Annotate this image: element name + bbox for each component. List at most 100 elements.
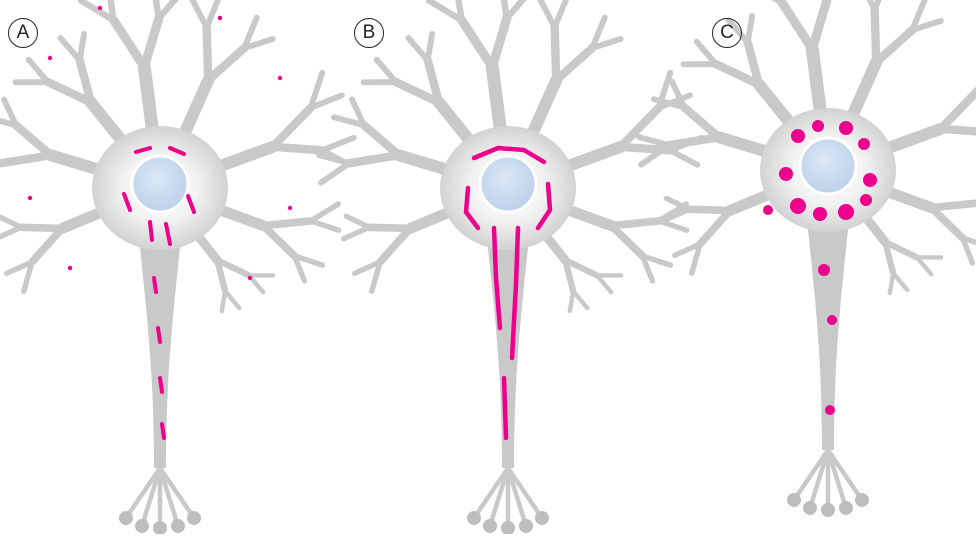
dendrite	[222, 291, 225, 311]
mitochondrion	[150, 222, 152, 240]
axon-terminal	[119, 511, 133, 525]
dendrite	[507, 0, 528, 18]
dendrite	[369, 227, 410, 228]
mitochondrion-dot	[68, 266, 72, 270]
dendrite	[492, 18, 507, 67]
dendrite	[893, 273, 907, 290]
mitochondrion-fragment	[812, 120, 824, 132]
dendrite	[114, 20, 145, 67]
dendrite	[941, 90, 976, 129]
dendrite	[409, 38, 428, 60]
dendrite	[80, 34, 84, 61]
dendrite	[61, 38, 80, 60]
dendrite	[273, 147, 322, 150]
dendrite	[225, 291, 239, 308]
mitochondrion-dot	[218, 16, 222, 20]
axon-terminal-branch	[828, 450, 862, 500]
dendrite	[555, 0, 568, 27]
axon-terminal-branch	[490, 468, 508, 526]
nucleus	[480, 156, 536, 212]
mitochondrion-fragment	[791, 129, 805, 143]
axon-terminal	[171, 519, 185, 533]
mitochondrion-fragment	[813, 207, 827, 221]
dendrite	[556, 48, 592, 80]
dendrite	[207, 0, 220, 27]
dendrite	[611, 226, 642, 256]
dendrite	[349, 155, 399, 163]
neuron-a	[0, 0, 354, 534]
dendrite	[931, 203, 976, 208]
neuron-c	[639, 0, 976, 517]
dendrite	[890, 273, 893, 293]
dendrite	[941, 129, 976, 132]
dendrite	[344, 227, 369, 238]
axon-terminal-branch	[508, 468, 526, 526]
dendrite	[875, 0, 888, 9]
mitochondrion	[158, 328, 160, 342]
dendrite	[322, 138, 353, 151]
mitochondrion-fragment	[763, 205, 773, 215]
axon-terminal	[855, 493, 869, 507]
mitochondrion	[162, 424, 164, 438]
axon-terminal	[135, 519, 149, 533]
dendrite	[159, 0, 180, 18]
axon-terminal-branch	[160, 468, 194, 518]
panel-label-b-text: B	[363, 22, 376, 44]
dendrite	[428, 34, 432, 61]
dendrite	[639, 137, 669, 145]
neuron-b	[319, 0, 702, 534]
dendrite	[263, 226, 294, 256]
dendrite	[917, 257, 931, 274]
dendrite	[377, 60, 396, 82]
dendrite	[538, 0, 555, 27]
dendrite	[321, 163, 349, 183]
dendrite	[462, 20, 493, 67]
dendrite	[319, 155, 349, 163]
nucleus	[132, 156, 188, 212]
axon-terminal	[821, 503, 835, 517]
mitochondrion-fragment	[858, 138, 870, 150]
dendrite	[144, 18, 159, 67]
dendrite	[380, 228, 410, 261]
dendrite	[0, 216, 21, 227]
panel-label-a: A	[8, 18, 38, 48]
axon-terminal	[535, 511, 549, 525]
dendrite	[263, 221, 310, 226]
axon-terminal-branch	[810, 450, 828, 508]
axon-terminal	[839, 501, 853, 515]
mitochondrion	[160, 378, 162, 392]
dendrite	[364, 125, 399, 155]
dendrite	[573, 291, 587, 308]
axon	[138, 228, 182, 468]
axon-terminal	[787, 493, 801, 507]
axon-terminal-branch	[828, 450, 846, 508]
mitochondrion-dot	[278, 76, 282, 80]
axon-terminal	[483, 519, 497, 533]
dendrite	[749, 0, 781, 2]
mitochondrion-fragment	[779, 167, 793, 181]
dendrite	[190, 0, 207, 27]
dendrite	[207, 27, 209, 80]
dendrite	[697, 42, 716, 64]
mitochondrion-dot	[288, 206, 292, 210]
dendrite	[570, 291, 573, 311]
mitochondrion-dot	[48, 56, 52, 60]
axon-terminal-branch	[160, 468, 178, 526]
axon-terminal-branch	[508, 468, 542, 518]
axon-terminal	[803, 501, 817, 515]
mitochondrion	[504, 378, 506, 438]
panel-label-c-text: C	[720, 22, 734, 44]
dendrite	[700, 210, 730, 243]
panel-label-a-text: A	[17, 22, 30, 44]
dendrite	[812, 0, 827, 49]
mitochondrion-dot	[248, 276, 252, 280]
mitochondrion-fragment	[838, 204, 854, 220]
dendrite	[21, 227, 62, 228]
mitochondrion-dot	[98, 6, 102, 10]
dendrite	[0, 227, 21, 238]
panel-label-c: C	[712, 18, 742, 48]
dendrite	[689, 209, 730, 210]
dendrite	[782, 2, 813, 49]
mitochondrion-fragment	[863, 173, 877, 187]
